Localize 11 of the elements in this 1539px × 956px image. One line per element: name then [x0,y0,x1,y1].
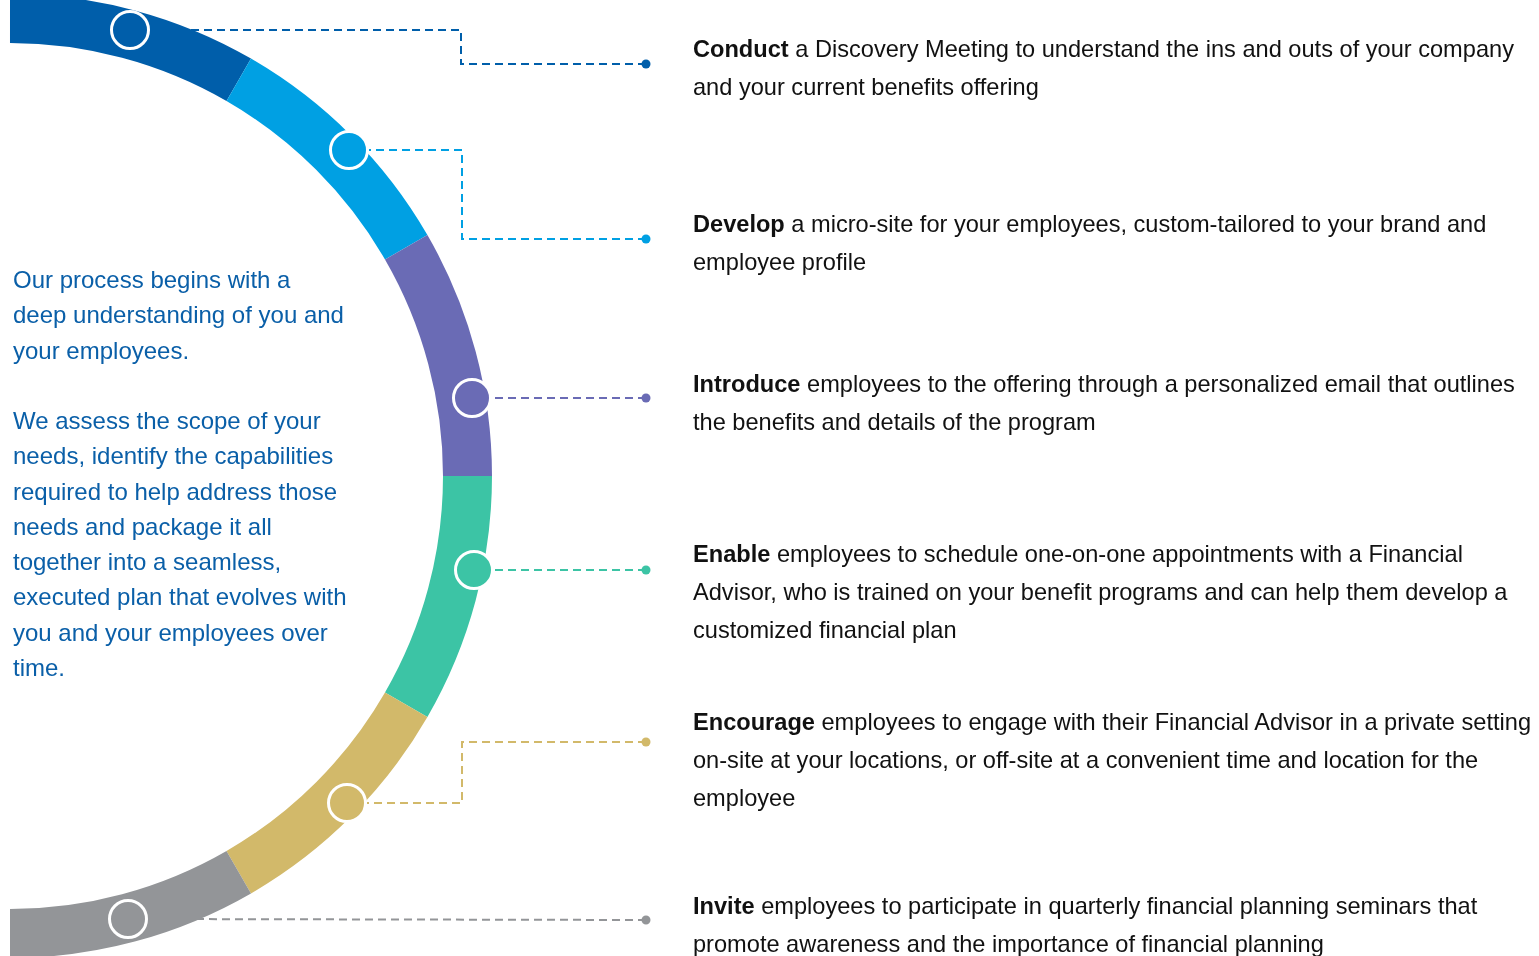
step-description: Introduce employees to the offering through a personalized email that outlines the benefits and details of the program [646,365,1538,441]
intro-paragraph: We assess the scope of your needs, identify the capabilities required to help address those needs and package it all together into a seamless, executed plan that evolves with you and your employees over time. [13,406,348,684]
step-description: Develop a micro-site for your employees, custom-tailored to your brand and employee profile [646,205,1538,281]
leader-line [368,149,651,244]
step-description: Invite employees to participate in quarterly financial planning seminars that promote awareness and the importance of financial planning [646,887,1538,956]
step-description: Enable employees to schedule one-on-one appointments with a Financial Advisor, who is trained on your benefit programs and can help them develop a customized financial plan [646,535,1538,649]
step-description: Conduct a Discovery Meeting to understand the ins and outs of your company and your current benefits offering [646,30,1538,106]
intro-paragraph: Our process begins with a deep understanding of you and your employees. [13,265,345,366]
leader-line [366,737,651,804]
step-description: Encourage employees to engage with their Financial Advisor in a private setting on-site at your locations, or off-site at a convenient time and location for the employee [646,703,1538,817]
leader-line [493,565,651,575]
